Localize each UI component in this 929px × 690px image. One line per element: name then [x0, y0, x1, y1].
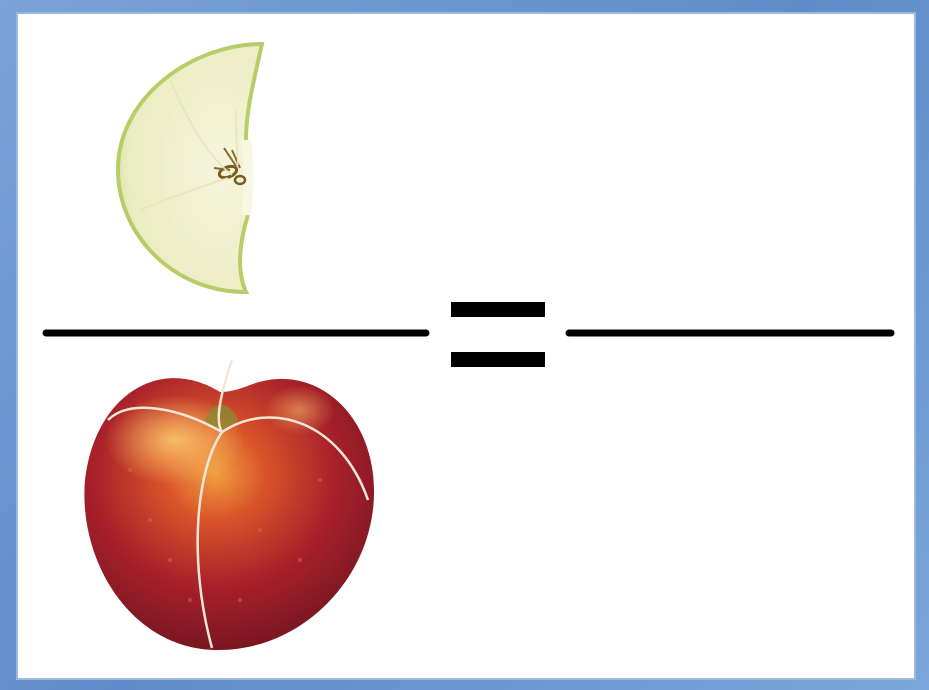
equals-sign [451, 302, 545, 367]
whole-apple-image [84, 360, 374, 650]
half-apple-slice-image [118, 44, 262, 292]
